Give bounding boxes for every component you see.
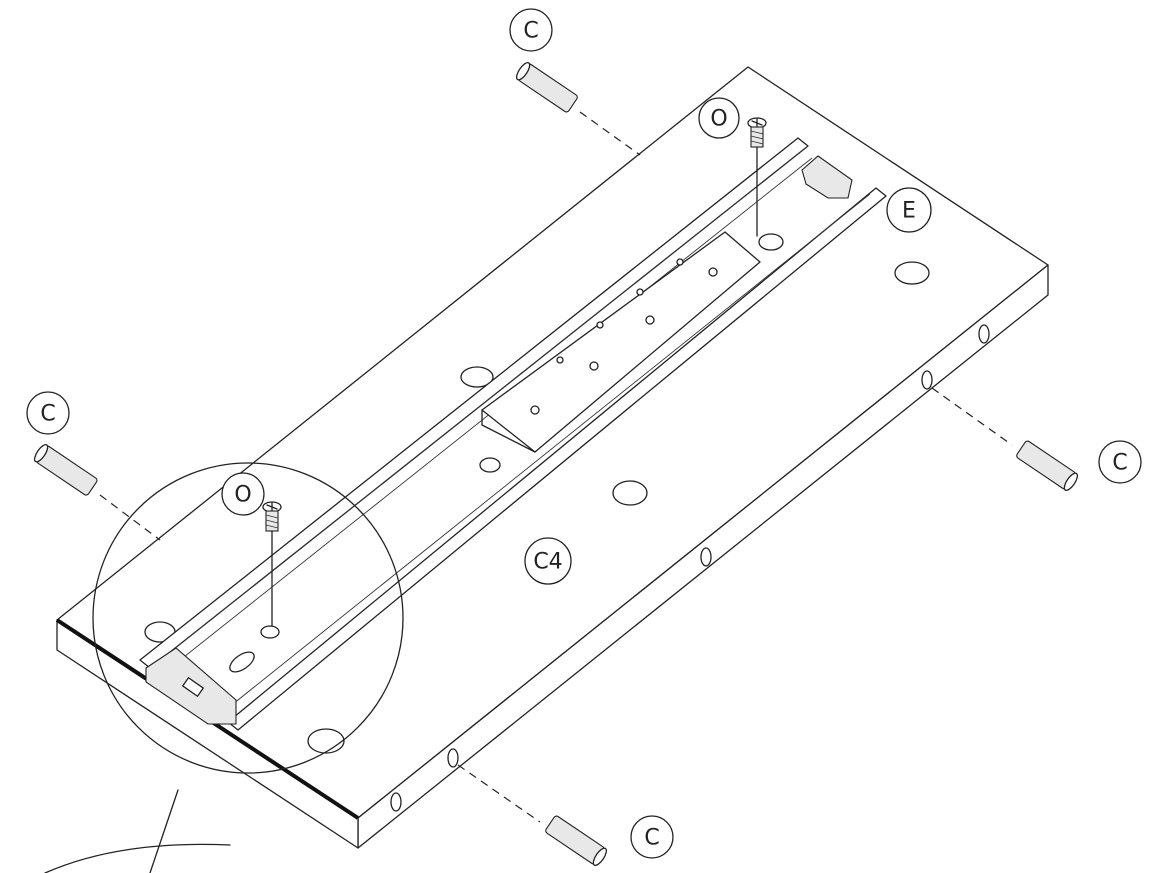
label-text: O [234, 483, 251, 508]
slide-inner-member [481, 231, 761, 453]
label-panel: C4 [524, 537, 572, 585]
dowel-top [515, 61, 578, 113]
hole [479, 457, 501, 473]
dowel-right [1016, 440, 1079, 492]
label-dowel-right: C [1098, 440, 1142, 484]
drawer-slide [139, 137, 887, 731]
label-slide: E [886, 187, 932, 233]
hole [612, 480, 648, 506]
label-text: C [40, 402, 55, 427]
dowel-left [33, 443, 98, 496]
hole [894, 261, 930, 285]
side-hole [978, 324, 990, 344]
screw-top [747, 117, 767, 237]
label-screw-left: O [221, 472, 265, 516]
slide-end-stop [801, 155, 853, 199]
dowel-top-leader [579, 111, 641, 156]
slot-hole [229, 651, 255, 673]
label-text: O [710, 107, 727, 132]
side-hole [390, 792, 402, 812]
side-hole [700, 547, 712, 567]
dowel-bottom [545, 815, 608, 867]
slide-inner-holes [530, 258, 718, 415]
hole [758, 233, 784, 251]
dowel-bottom-leader [457, 764, 541, 823]
panel-holes [144, 233, 930, 754]
label-dowel-left: C [26, 391, 70, 435]
hole [460, 366, 494, 388]
label-text: C [644, 826, 659, 851]
dowel-left-leader [99, 494, 161, 541]
label-text: E [902, 199, 916, 224]
slide-outer-rail-2 [227, 187, 887, 731]
detail-leader-line [149, 789, 179, 873]
hole [307, 728, 345, 754]
detail-callout-arc [44, 843, 231, 873]
label-screw-top: O [698, 97, 740, 139]
label-text: C [1112, 451, 1127, 476]
side-hole [921, 370, 933, 390]
screw-left [262, 501, 282, 627]
side-hole [447, 748, 459, 768]
label-text: C [523, 19, 538, 44]
label-text: C4 [533, 550, 562, 575]
label-dowel-top: C [509, 8, 553, 52]
dowel-right-leader [931, 387, 1013, 446]
detail-circle [92, 462, 404, 774]
side-holes [390, 324, 990, 812]
label-dowel-bottom: C [630, 815, 674, 859]
hole [260, 625, 280, 639]
